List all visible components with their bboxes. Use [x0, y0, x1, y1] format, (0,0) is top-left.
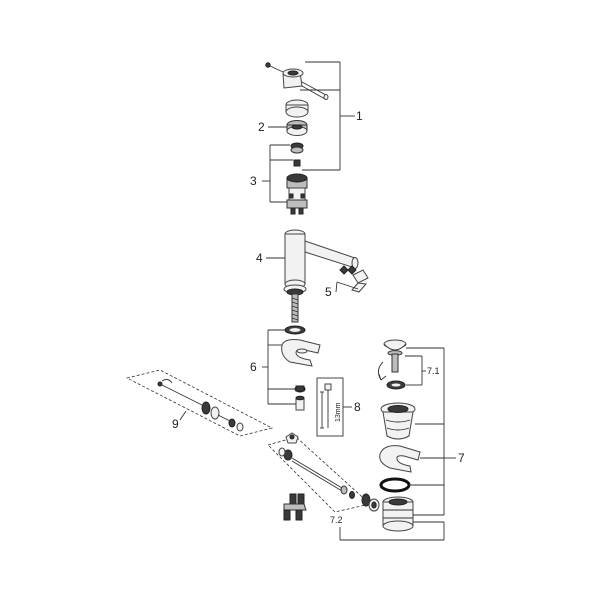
callout-label-2: 2 — [258, 120, 265, 134]
fixing-set — [281, 325, 321, 411]
dimension-label-8: 13mm — [335, 402, 342, 422]
cartridge-small-parts — [290, 142, 304, 167]
cartridge — [286, 173, 308, 215]
waste-body-lower — [382, 496, 414, 532]
callout-bracket-7-2 — [339, 521, 445, 541]
threaded-stud — [291, 293, 299, 323]
callout-label-7: 7 — [458, 451, 465, 465]
callout-label-7-1: 7.1 — [427, 366, 440, 376]
callout-bracket-7-1 — [405, 355, 426, 386]
callout-label-3: 3 — [250, 174, 257, 188]
callout-label-8: 8 — [354, 400, 361, 414]
callout-label-9: 9 — [172, 417, 179, 431]
cover-ring — [285, 99, 309, 118]
callout-bracket-7 — [406, 347, 456, 516]
callout-label-1: 1 — [356, 109, 363, 123]
leader-9 — [179, 410, 187, 421]
hose-fittings — [283, 493, 307, 521]
waste-body-upper — [380, 402, 416, 440]
waste-gasket-plate — [379, 445, 421, 473]
callout-label-4: 4 — [256, 251, 263, 265]
waste-o-ring — [379, 477, 411, 493]
waste-plug — [378, 339, 407, 381]
callout-bracket-1 — [300, 61, 355, 171]
callout-bracket-6 — [262, 329, 296, 405]
pop-up-rod-set — [125, 369, 274, 437]
lever-handle — [265, 62, 329, 100]
mixer-body — [283, 229, 359, 296]
callout-bracket-3 — [262, 144, 293, 203]
swivel-spray — [335, 265, 369, 293]
pivot-rod-assembly — [267, 432, 380, 513]
cartridge-nut — [286, 120, 308, 136]
callout-label-7-2: 7.2 — [330, 515, 343, 525]
callout-label-5: 5 — [325, 285, 332, 299]
callout-label-6: 6 — [250, 360, 257, 374]
plug-seal — [386, 380, 406, 390]
